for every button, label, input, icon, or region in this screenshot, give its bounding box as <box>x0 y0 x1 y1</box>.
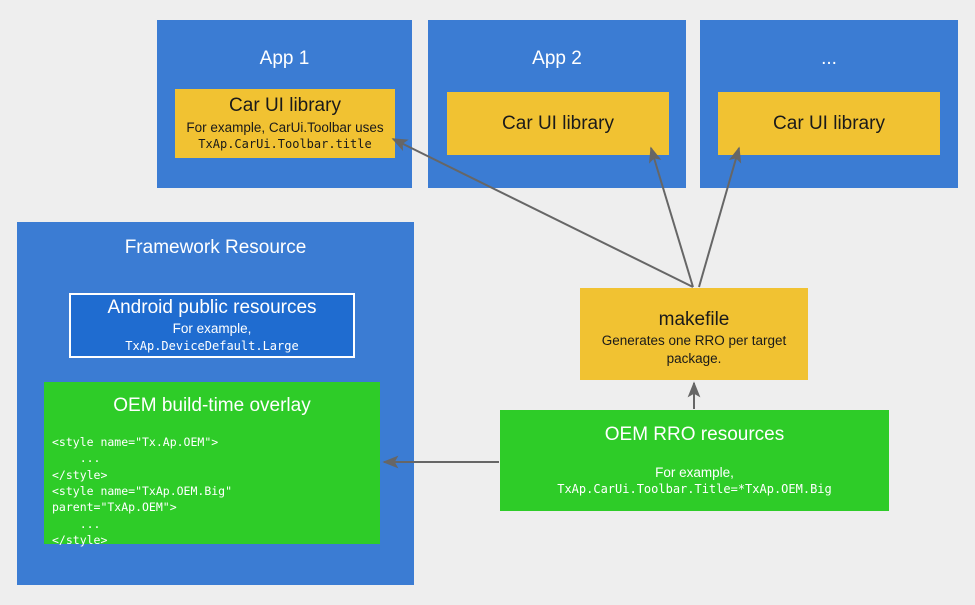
app-1-library-code: TxAp.CarUi.Toolbar.title <box>198 137 372 152</box>
app-1-library-title: Car UI library <box>229 94 341 116</box>
android-public-resources-sub: For example, <box>172 321 252 337</box>
android-public-resources-title: Android public resources <box>107 297 317 319</box>
oem-rro-resources-code: TxAp.CarUi.Toolbar.Title=*TxAp.OEM.Big <box>557 482 832 496</box>
oem-build-time-overlay-code: <style name="Tx.Ap.OEM"> ... </style> <s… <box>52 435 233 547</box>
makefile-sub: Generates one RRO per target package. <box>601 333 787 366</box>
makefile-title: makefile <box>658 308 730 330</box>
oem-build-time-overlay-title: OEM build-time overlay <box>113 395 311 416</box>
app-1-title: App 1 <box>259 48 310 69</box>
app-2-title: App 2 <box>532 48 582 69</box>
oem-rro-resources: OEM RRO resources For example, TxAp.CarU… <box>500 410 889 511</box>
oem-build-time-overlay: OEM build-time overlay <style name="Tx.A… <box>44 382 380 547</box>
app-1-car-ui-library: Car UI library For example, CarUi.Toolba… <box>175 89 395 158</box>
oem-rro-resources-title: OEM RRO resources <box>604 424 785 445</box>
android-public-resources-code: TxAp.DeviceDefault.Large <box>125 338 299 353</box>
app-3-title: ... <box>821 48 837 69</box>
app-3-car-ui-library: Car UI library <box>718 92 940 155</box>
makefile-box: makefile Generates one RRO per target pa… <box>580 288 808 380</box>
app-2-library-title: Car UI library <box>502 112 614 134</box>
app-3-library-title: Car UI library <box>773 112 885 134</box>
android-public-resources-box: Android public resources For example, Tx… <box>69 293 355 358</box>
app-2-car-ui-library: Car UI library <box>447 92 669 155</box>
framework-resource-title: Framework Resource <box>124 237 307 258</box>
app-1-library-sub: For example, CarUi.Toolbar uses <box>186 119 384 135</box>
oem-rro-resources-sub: For example, <box>655 465 734 480</box>
